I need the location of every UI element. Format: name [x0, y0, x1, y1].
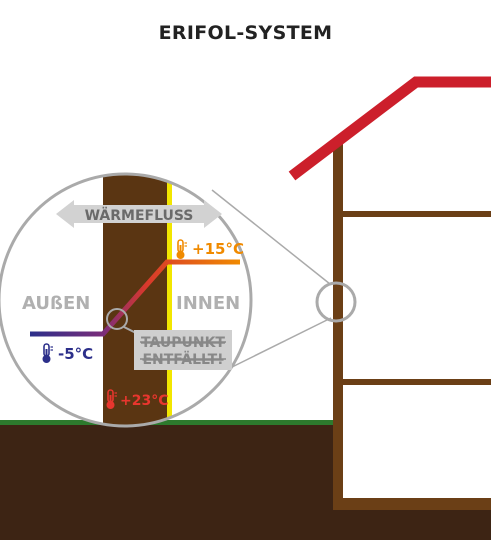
dewpoint-marker	[106, 308, 128, 330]
thermometer-icon	[106, 389, 117, 409]
inside-label: INNEN	[176, 293, 240, 314]
inside-temp-value: +15°C	[192, 240, 244, 258]
foil-layer	[167, 174, 172, 426]
page-title: ERIFOL-SYSTEM	[158, 22, 333, 44]
house-frame	[333, 143, 491, 510]
wall-temp-value: +23°C	[120, 393, 169, 409]
wall-temp: +23°C	[103, 388, 169, 410]
thermometer-icon	[42, 343, 53, 363]
wall-temp-box	[103, 388, 167, 410]
heatflow-label: WÄRMEFLUSS	[85, 207, 194, 224]
double-arrow-icon	[56, 200, 222, 228]
house-interior-lower	[343, 385, 491, 498]
thermometer-icon	[176, 239, 187, 259]
dewpoint-box	[134, 330, 232, 370]
inside-temp: +15°C	[176, 239, 244, 259]
zoom-line-bottom	[221, 317, 332, 373]
temperature-curve	[30, 259, 240, 337]
roof	[288, 76, 491, 181]
outside-temp: -5°C	[42, 343, 93, 363]
zoom-source-circle	[315, 281, 357, 323]
heatflow-arrow: WÄRMEFLUSS	[56, 200, 222, 228]
zoom-circle-border	[0, 172, 253, 428]
dewpoint-line1: TAUPUNKT	[141, 335, 225, 351]
house-interior	[343, 217, 491, 379]
grass-line	[0, 420, 491, 425]
zoom-line-top	[211, 189, 331, 285]
outside-temp-value: -5°C	[58, 345, 93, 363]
outside-label: AUßEN	[22, 293, 90, 314]
